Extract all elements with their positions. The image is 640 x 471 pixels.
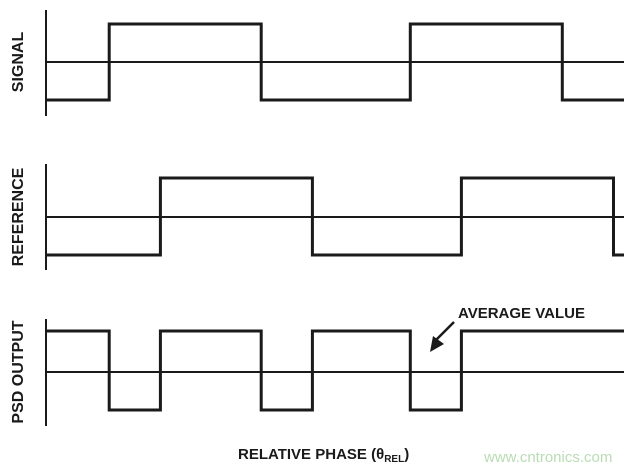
signal-waveform	[46, 22, 624, 102]
watermark-text: www.cntronics.com	[483, 449, 612, 466]
reference-panel: REFERENCE	[10, 164, 624, 270]
reference-waveform	[46, 176, 624, 257]
signal-panel: SIGNAL	[10, 10, 624, 116]
psd-output-panel: PSD OUTPUT	[10, 319, 624, 426]
signal-axis-label: SIGNAL	[10, 32, 27, 93]
psd-output-axis-label: PSD OUTPUT	[10, 320, 27, 423]
annotation-arrow-head	[430, 336, 444, 352]
psd-output-waveform	[46, 329, 624, 412]
annotation-arrow-shaft	[435, 321, 455, 341]
average-value-annotation: AVERAGE VALUE	[430, 305, 585, 352]
x-axis-label: RELATIVE PHASE (θREL)	[238, 446, 409, 465]
average-value-label: AVERAGE VALUE	[458, 305, 585, 322]
reference-axis-label: REFERENCE	[10, 167, 27, 266]
